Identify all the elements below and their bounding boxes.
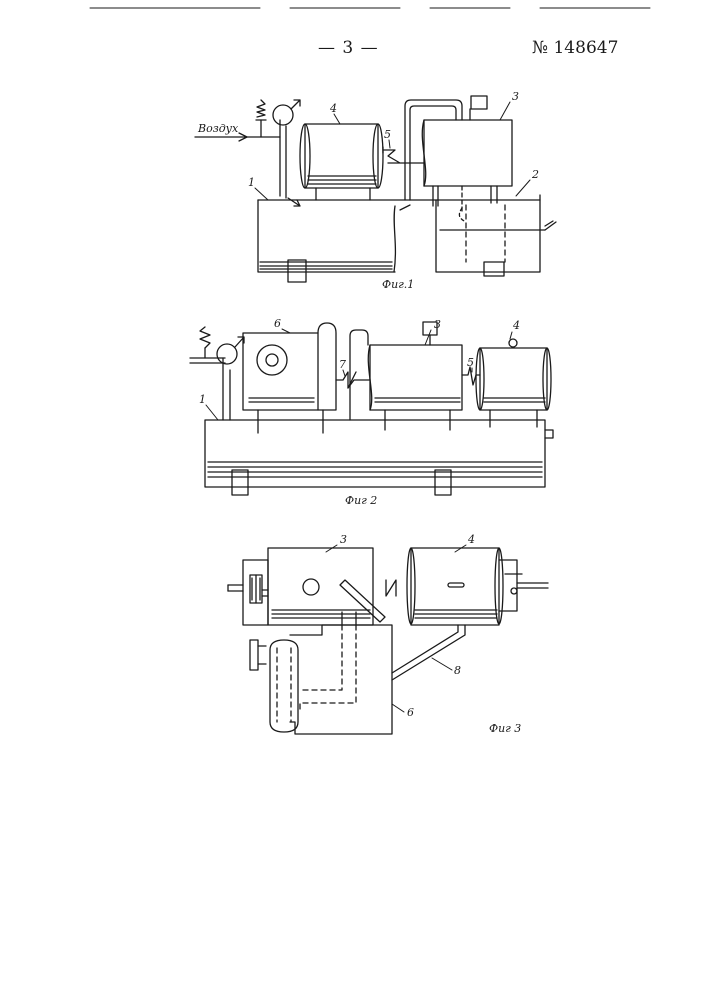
- figure-2: [190, 322, 553, 495]
- fig3-label-8: 8: [454, 664, 461, 677]
- fig2-air-inlet: [190, 327, 244, 420]
- fig1-air-label: Воздух: [197, 122, 239, 135]
- fig1-flow-arrow: [459, 208, 466, 222]
- figure-labels: Воздух 1 2 3 4 5 Фиг.1 1 3 4 5 6 7 Фиг 2…: [197, 90, 539, 735]
- fig1-tank-2: [410, 195, 556, 276]
- fig3-label-4: 4: [467, 533, 475, 546]
- figure-1: [195, 96, 556, 282]
- fig2-valve-7: [336, 372, 370, 388]
- fig1-label-4: 4: [329, 102, 337, 115]
- fig2-riser-pipe: [350, 330, 368, 420]
- fig1-tank-1: [258, 200, 410, 282]
- fig1-air-inlet: [195, 100, 300, 206]
- fig2-label-3: 3: [434, 318, 441, 331]
- fig1-vessel-3: [422, 96, 512, 214]
- fig1-riser-pipe: [400, 100, 462, 210]
- fig2-label-5: 5: [467, 356, 474, 369]
- fig3-unit-6: [250, 575, 392, 734]
- fig2-label-4: 4: [512, 319, 520, 332]
- fig2-tank-1: [205, 420, 553, 495]
- fig2-label-6: 6: [274, 317, 281, 330]
- fig2-caption: Фиг 2: [345, 494, 377, 507]
- fig2-label-7: 7: [339, 358, 346, 371]
- figure-3: [228, 548, 548, 734]
- fig1-label-3: 3: [512, 90, 519, 103]
- fig2-drum-4: [476, 339, 551, 427]
- fig1-label-2: 2: [531, 168, 539, 181]
- fig2-vessel-3: [368, 322, 462, 430]
- fig1-label-5: 5: [384, 128, 391, 141]
- fig3-label-3: 3: [340, 533, 347, 546]
- fig2-label-1: 1: [199, 393, 206, 406]
- fig2-valve-5: [462, 367, 480, 385]
- fig3-caption: Фиг 3: [489, 722, 521, 735]
- fig3-drum-4: [407, 548, 548, 625]
- fig1-label-1: 1: [248, 176, 255, 189]
- fig2-unit-6: [243, 323, 336, 433]
- fig3-label-6: 6: [407, 706, 414, 719]
- fig3-valve-symbol: [386, 580, 396, 596]
- fig1-drum-4: [300, 124, 383, 200]
- fig1-caption: Фиг.1: [382, 278, 414, 291]
- fig1-valve-5: [383, 147, 424, 163]
